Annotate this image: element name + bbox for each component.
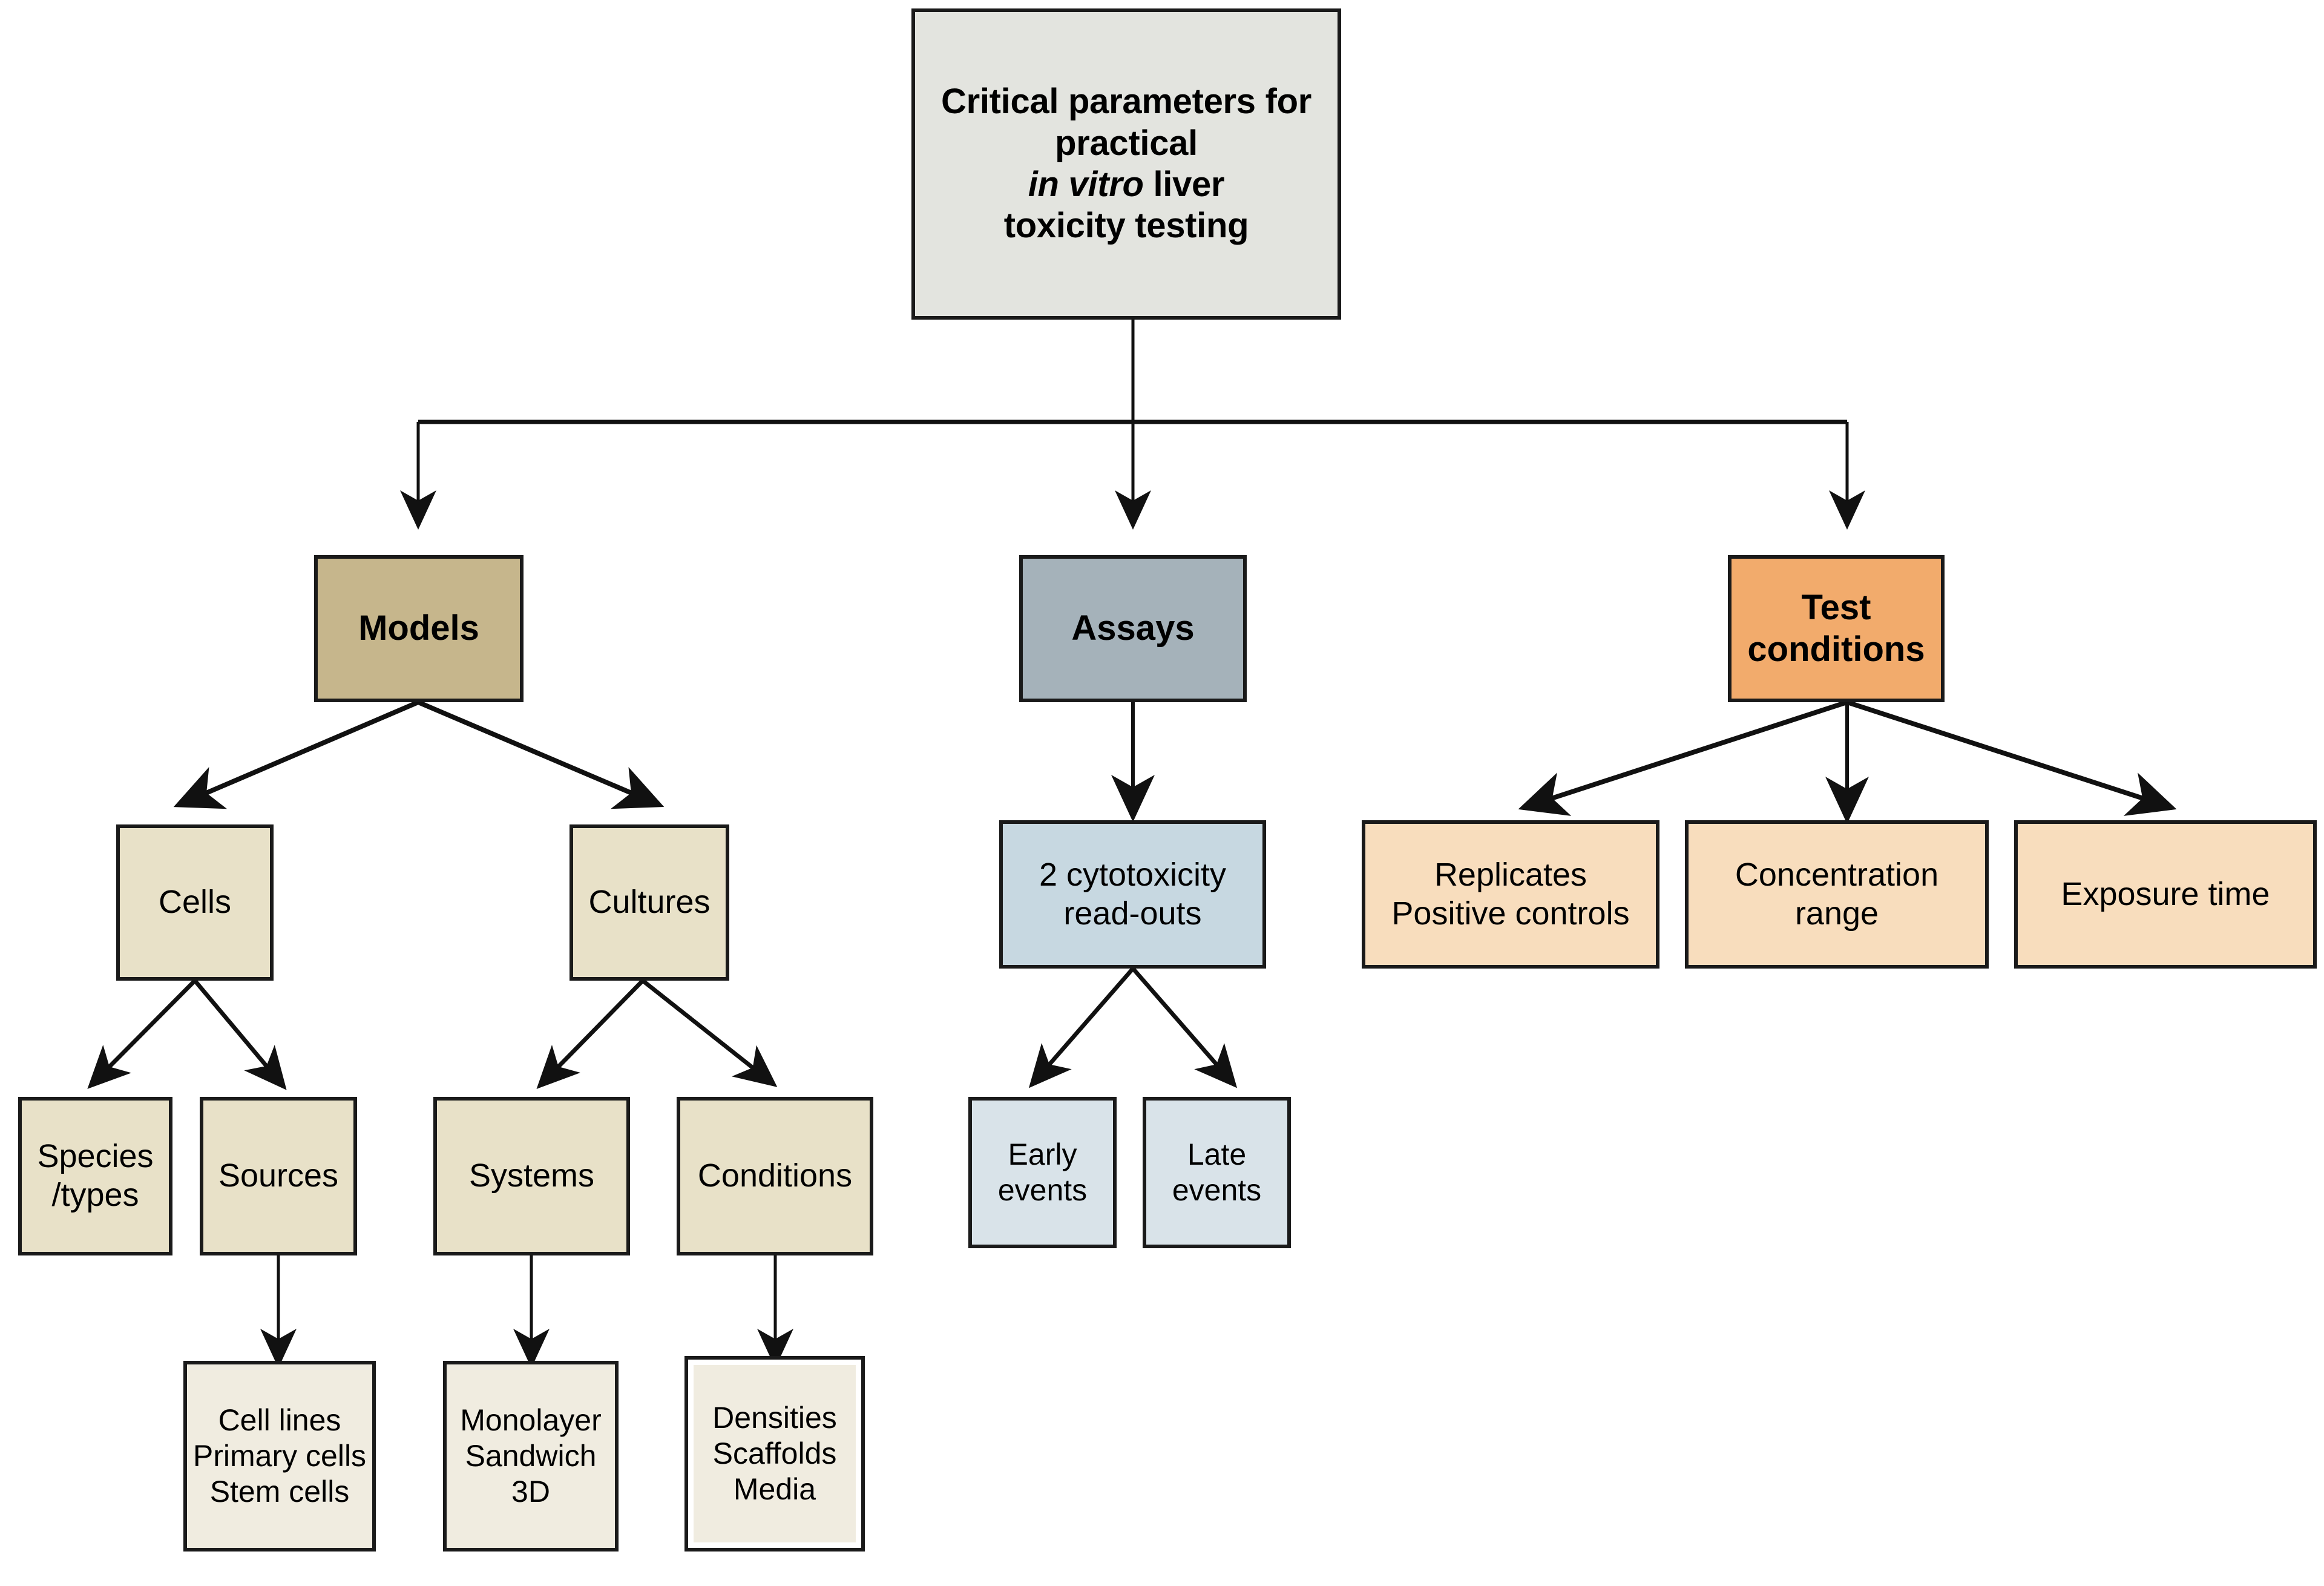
- edge-testconditions-children: [1518, 700, 2177, 824]
- assays-label: Assays: [1071, 608, 1195, 648]
- replicates-line-2: Positive controls: [1391, 895, 1630, 932]
- root-line-4: toxicity testing: [1003, 206, 1249, 246]
- node-late-events[interactable]: Late events: [1143, 1097, 1291, 1248]
- edge-readouts-children: [1028, 967, 1238, 1088]
- node-species-types[interactable]: Species /types: [18, 1097, 172, 1255]
- culture-conditions-line-2: Scaffolds: [712, 1436, 837, 1470]
- edge-cells-children: [87, 979, 287, 1090]
- root-line-3: in vitro liver: [1028, 165, 1225, 204]
- node-systems[interactable]: Systems: [433, 1097, 630, 1255]
- node-replicates[interactable]: Replicates Positive controls: [1362, 820, 1659, 969]
- culture-systems-line-1: Monolayer: [460, 1403, 602, 1437]
- species-line-1: Species: [37, 1138, 154, 1175]
- node-models[interactable]: Models: [314, 555, 524, 702]
- species-line-2: /types: [51, 1177, 139, 1213]
- node-concentration-range[interactable]: Concentration range: [1685, 820, 1989, 969]
- node-conditions[interactable]: Conditions: [677, 1097, 873, 1255]
- node-culture-conditions[interactable]: Densities Scaffolds Media: [684, 1356, 865, 1551]
- node-root[interactable]: Critical parameters for practical in vit…: [911, 8, 1341, 320]
- test-conditions-line-2: conditions: [1747, 629, 1925, 669]
- early-events-line-2: events: [997, 1173, 1088, 1207]
- node-assays[interactable]: Assays: [1019, 555, 1247, 702]
- early-events-line-1: Early: [1008, 1137, 1077, 1171]
- cell-types-line-3: Stem cells: [209, 1475, 350, 1509]
- sources-label: Sources: [218, 1157, 339, 1194]
- readouts-line-2: read-outs: [1063, 895, 1202, 932]
- concentration-range-line-1: Concentration: [1735, 856, 1939, 893]
- root-line-2: practical: [1055, 123, 1198, 163]
- replicates-line-1: Replicates: [1434, 856, 1587, 893]
- edge-models-children: [173, 700, 665, 809]
- exposure-time-line-1: Exposure time: [2061, 875, 2270, 912]
- conditions-label: Conditions: [697, 1157, 853, 1194]
- late-events-line-1: Late: [1187, 1137, 1247, 1171]
- cell-types-line-2: Primary cells: [192, 1439, 367, 1473]
- node-cytotoxicity-readouts[interactable]: 2 cytotoxicity read-outs: [999, 820, 1266, 969]
- node-exposure-time[interactable]: Exposure time: [2014, 820, 2317, 969]
- edge-level3-level4: [260, 1250, 793, 1368]
- concentration-range-line-2: range: [1794, 895, 1879, 932]
- edge-cultures-children: [536, 979, 778, 1089]
- readouts-line-1: 2 cytotoxicity: [1039, 856, 1227, 893]
- node-test-conditions[interactable]: Test conditions: [1728, 555, 1945, 702]
- node-culture-systems[interactable]: Monolayer Sandwich 3D: [443, 1361, 619, 1551]
- node-early-events[interactable]: Early events: [968, 1097, 1117, 1248]
- node-cultures[interactable]: Cultures: [570, 824, 729, 981]
- node-sources[interactable]: Sources: [200, 1097, 357, 1255]
- culture-conditions-line-1: Densities: [712, 1401, 837, 1435]
- test-conditions-line-1: Test: [1801, 588, 1871, 628]
- root-line-1: Critical parameters for: [940, 82, 1311, 122]
- systems-label: Systems: [468, 1157, 595, 1194]
- edge-root-bus: [400, 320, 1865, 530]
- node-cell-types[interactable]: Cell lines Primary cells Stem cells: [183, 1361, 376, 1551]
- culture-conditions-line-3: Media: [733, 1472, 816, 1506]
- cultures-label: Cultures: [588, 884, 711, 921]
- models-label: Models: [358, 608, 479, 648]
- cell-types-line-1: Cell lines: [218, 1403, 341, 1437]
- culture-systems-line-2: Sandwich: [465, 1439, 597, 1473]
- node-cells[interactable]: Cells: [116, 824, 274, 981]
- culture-systems-line-3: 3D: [511, 1475, 550, 1509]
- late-events-line-2: events: [1172, 1173, 1262, 1207]
- cells-label: Cells: [158, 884, 232, 921]
- root-italic-fragment: in vitro: [1028, 165, 1144, 204]
